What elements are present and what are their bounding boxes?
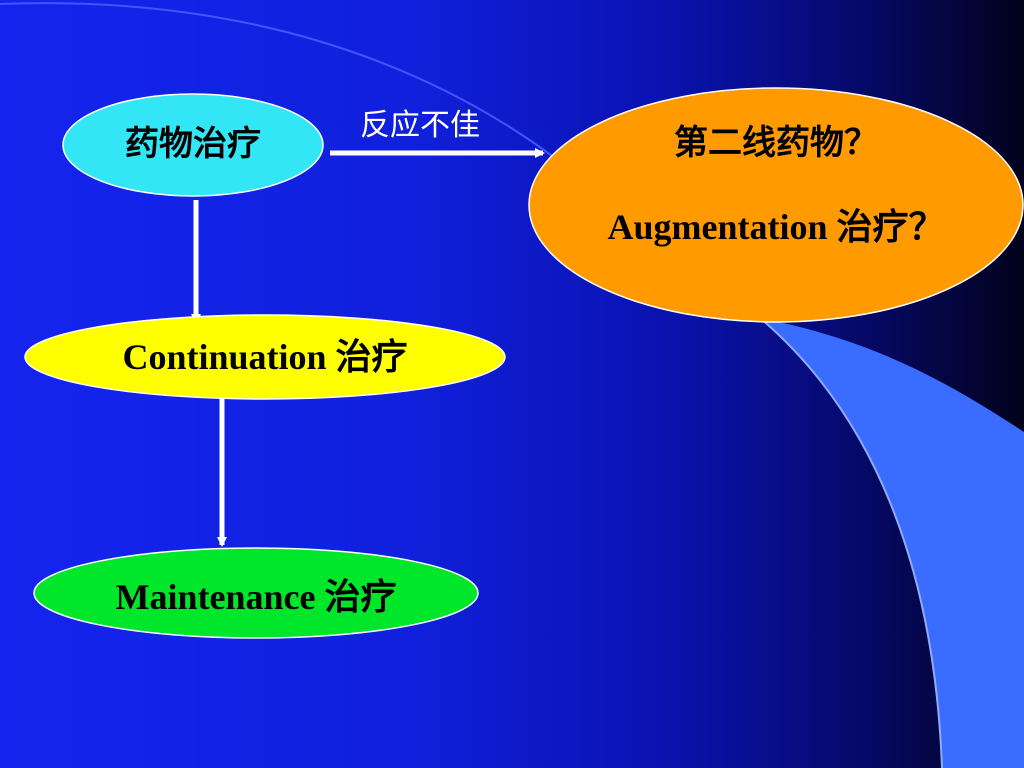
node-second-line	[528, 87, 1024, 323]
node-drug-therapy	[62, 93, 324, 197]
background-curve-edge	[759, 317, 943, 768]
node-maintenance	[33, 547, 479, 639]
node-second-line-label: 第二线药物？	[674, 123, 878, 163]
node-augmentation-label: Augmentation 治疗？	[607, 207, 945, 247]
edge-poor-response-label: 反应不佳	[360, 108, 480, 143]
background-curve-shape	[760, 318, 1024, 768]
node-continuation	[24, 314, 506, 400]
node-continuation-label: Continuation 治疗	[122, 337, 408, 377]
node-maintenance-label: Maintenance 治疗	[115, 577, 397, 617]
node-drug-therapy-label: 药物治疗	[125, 124, 261, 164]
